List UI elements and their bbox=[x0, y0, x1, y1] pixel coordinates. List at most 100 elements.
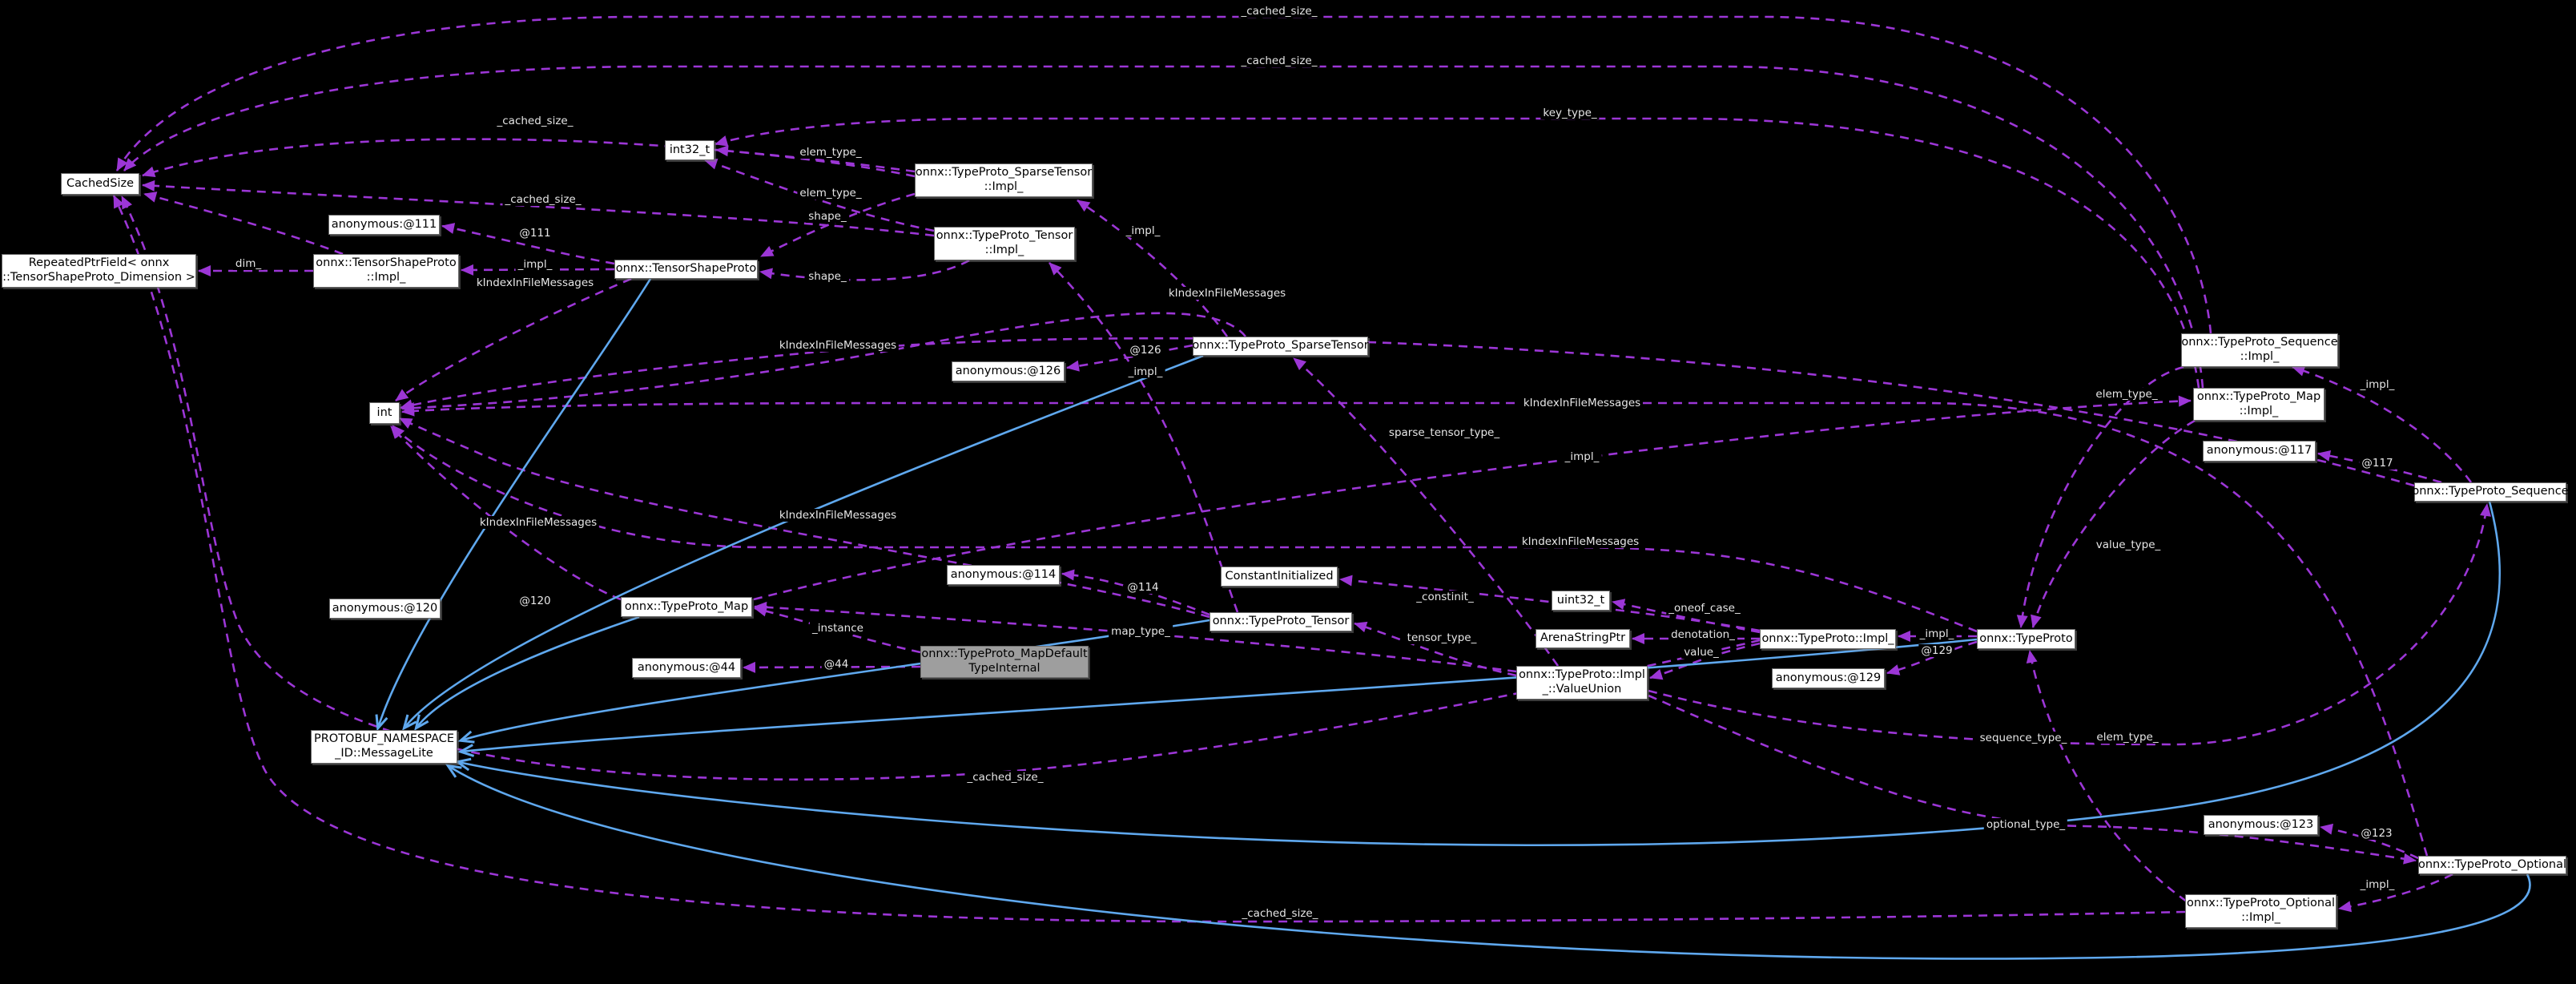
edge-sparse-tensor-impl-to-cached-size bbox=[142, 138, 916, 178]
node-map-default-type-internal[interactable]: onnx::TypeProto_MapDefault TypeInternal bbox=[920, 646, 1089, 678]
edge-label-tensortype-34: tensor_type_ bbox=[1404, 631, 1479, 644]
node-anon-44[interactable]: anonymous:@44 bbox=[632, 658, 741, 678]
edge-type-proto-map-to-int-node bbox=[390, 425, 622, 601]
edge-type-proto-to-anon-129 bbox=[1886, 640, 1978, 675]
edge-label-kIndexInFileMessages-24: kIndexInFileMessages bbox=[477, 516, 600, 529]
edge-type-proto-tensor-to-message-lite bbox=[457, 619, 1210, 744]
edge-label-constinit-29: _constinit_ bbox=[1414, 591, 1476, 603]
node-anon-129[interactable]: anonymous:@129 bbox=[1772, 668, 1885, 688]
edge-label-126-16: @126 bbox=[1127, 344, 1164, 357]
edge-label-cachedsize-6: _cached_size_ bbox=[502, 193, 584, 206]
edge-sequence-to-sequence-impl bbox=[2292, 365, 2473, 483]
edge-map-impl-to-int32-t bbox=[714, 117, 2200, 389]
edge-label-impl-19: _impl_ bbox=[2357, 378, 2397, 391]
edge-type-proto-impl-to-cached-size bbox=[120, 196, 1761, 781]
edge-label-kIndexInFileMessages-20: kIndexInFileMessages bbox=[1520, 397, 1644, 409]
edge-tensor-shape-proto-to-int-node bbox=[395, 277, 632, 402]
edge-label-impl-10: _impl_ bbox=[515, 258, 555, 271]
node-anon-126[interactable]: anonymous:@126 bbox=[952, 361, 1065, 381]
edge-value-union-to-sequence bbox=[1648, 503, 2491, 746]
edge-label-cachedsize-0: _cached_size_ bbox=[1238, 5, 1320, 18]
node-sparse-tensor-impl[interactable]: onnx::TypeProto_SparseTensor ::Impl_ bbox=[915, 163, 1093, 197]
edge-label-elemtype-18: elem_type_ bbox=[2093, 388, 2160, 401]
edge-label-optionaltype-43: optional_type_ bbox=[1983, 818, 2068, 831]
edge-label-elemtype-41: elem_type_ bbox=[2094, 731, 2161, 744]
node-sequence[interactable]: onnx::TypeProto_Sequence bbox=[2412, 482, 2569, 502]
edge-label-oneofcase-30: _oneof_case_ bbox=[1666, 602, 1743, 615]
edge-label-impl-37: _impl_ bbox=[1917, 627, 1957, 640]
edge-label-111-8: @111 bbox=[517, 227, 553, 240]
node-int32-t[interactable]: int32_t bbox=[665, 140, 714, 160]
node-tensor-shape-proto[interactable]: onnx::TensorShapeProto bbox=[614, 260, 758, 279]
edge-label-kIndexInFileMessages-26: kIndexInFileMessages bbox=[1519, 535, 1642, 548]
node-anon-117[interactable]: anonymous:@117 bbox=[2203, 441, 2316, 462]
node-anon-114[interactable]: anonymous:@114 bbox=[947, 565, 1060, 585]
edge-label-shape-7: shape_ bbox=[806, 210, 849, 223]
edge-label-impl-45: _impl_ bbox=[2357, 878, 2397, 891]
node-sequence-impl[interactable]: onnx::TypeProto_Sequence ::Impl_ bbox=[2181, 333, 2338, 367]
node-message-lite[interactable]: PROTOBUF_NAMESPACE _ID::MessageLite bbox=[311, 730, 457, 764]
edge-label-elemtype-4: elem_type_ bbox=[797, 146, 864, 159]
edge-value-union-to-optional bbox=[1648, 694, 2417, 865]
edge-label-123-44: @123 bbox=[2358, 827, 2395, 840]
edge-sparse-tensor-to-message-lite bbox=[402, 354, 1204, 731]
node-constant-initialized[interactable]: ConstantInitialized bbox=[1221, 567, 1338, 587]
edge-sparse-tensor-to-int-node bbox=[401, 312, 1247, 414]
edge-label-cachedsize-1: _cached_size_ bbox=[1238, 54, 1320, 67]
edge-label-117-23: @117 bbox=[2359, 457, 2396, 470]
edge-label-instance-32: _instance bbox=[810, 622, 866, 635]
node-type-proto-impl[interactable]: onnx::TypeProto::Impl_ bbox=[1760, 629, 1896, 649]
node-anon-120[interactable]: anonymous:@120 bbox=[329, 599, 441, 619]
edge-value-union-to-type-proto-tensor bbox=[1354, 621, 1517, 677]
edge-optional-impl-to-type-proto bbox=[2026, 650, 2188, 903]
node-type-proto-tensor[interactable]: onnx::TypeProto_Tensor bbox=[1210, 612, 1352, 631]
node-tensor-impl[interactable]: onnx::TypeProto_Tensor ::Impl_ bbox=[934, 227, 1075, 260]
node-optional[interactable]: onnx::TypeProto_Optional bbox=[2418, 856, 2566, 874]
node-value-union[interactable]: onnx::TypeProto::Impl _::ValueUnion bbox=[1516, 666, 1648, 700]
node-optional-impl[interactable]: onnx::TypeProto_Optional ::Impl_ bbox=[2185, 894, 2337, 928]
node-arena-string-ptr[interactable]: ArenaStringPtr bbox=[1536, 629, 1630, 648]
edge-map-impl-to-type-proto bbox=[2031, 419, 2196, 628]
edge-label-impl-17: _impl_ bbox=[1125, 365, 1165, 378]
edge-tensor-impl-to-cached-size bbox=[142, 179, 935, 237]
node-int-node[interactable]: int bbox=[369, 402, 400, 424]
edge-label-impl-22: _impl_ bbox=[1562, 450, 1602, 463]
edge-map-impl-to-cached-size bbox=[123, 65, 2204, 389]
edge-label-denotation-35: denotation_ bbox=[1668, 628, 1737, 641]
edges-group bbox=[112, 15, 2531, 960]
edge-label-129-38: @129 bbox=[1918, 644, 1955, 657]
node-repeated-ptr-field[interactable]: RepeatedPtrField< onnx ::TensorShapeProt… bbox=[2, 254, 196, 288]
edge-value-union-to-type-proto-map bbox=[754, 601, 1517, 673]
node-uint32-t[interactable]: uint32_t bbox=[1552, 591, 1610, 611]
edge-type-proto-map-to-map-impl bbox=[753, 395, 2192, 601]
edge-sequence-to-message-lite bbox=[454, 501, 2502, 846]
edge-label-cachedsize-46: _cached_size_ bbox=[1239, 907, 1321, 920]
edge-optional-impl-to-cached-size bbox=[112, 195, 2186, 923]
edge-type-proto-tensor-to-anon-114 bbox=[1061, 569, 1210, 616]
edge-label-maptype-33: map_type_ bbox=[1109, 625, 1173, 638]
node-tensor-shape-proto-impl[interactable]: onnx::TensorShapeProto ::Impl_ bbox=[313, 254, 459, 288]
node-cached-size[interactable]: CachedSize bbox=[61, 173, 139, 195]
edge-sparse-tensor-to-sparse-tensor-impl bbox=[1077, 199, 1229, 337]
edge-label-sparsetensortype-21: sparse_tensor_type_ bbox=[1386, 426, 1503, 439]
edge-optional-to-anon-123 bbox=[2320, 823, 2419, 860]
edge-label-value-36: value_ bbox=[1681, 646, 1721, 659]
edge-tensor-shape-proto-impl-to-cached-size bbox=[143, 192, 344, 256]
edge-label-kIndexInFileMessages-14: kIndexInFileMessages bbox=[1165, 287, 1289, 300]
edge-type-proto-impl-to-value-union bbox=[1649, 642, 1761, 680]
node-map-impl[interactable]: onnx::TypeProto_Map ::Impl_ bbox=[2193, 388, 2324, 421]
edge-label-elemtype-5: elem_type_ bbox=[797, 187, 864, 200]
edge-type-proto-tensor-to-tensor-impl bbox=[1049, 262, 1239, 613]
edge-sequence-impl-to-type-proto bbox=[2016, 365, 2184, 628]
node-anon-123[interactable]: anonymous:@123 bbox=[2204, 815, 2318, 835]
node-anon-111[interactable]: anonymous:@111 bbox=[328, 215, 440, 235]
node-type-proto[interactable]: onnx::TypeProto bbox=[1977, 629, 2075, 649]
edge-label-kIndexInFileMessages-15: kIndexInFileMessages bbox=[776, 339, 900, 352]
edge-label-dim-11: dim_ bbox=[232, 257, 264, 270]
node-sparse-tensor[interactable]: onnx::TypeProto_SparseTensor bbox=[1192, 337, 1369, 356]
edge-tensor-shape-proto-to-anon-111 bbox=[441, 223, 615, 265]
node-type-proto-map[interactable]: onnx::TypeProto_Map bbox=[621, 597, 752, 617]
edge-optional-to-int-node bbox=[401, 401, 2429, 857]
edge-label-kIndexInFileMessages-25: kIndexInFileMessages bbox=[776, 509, 900, 522]
